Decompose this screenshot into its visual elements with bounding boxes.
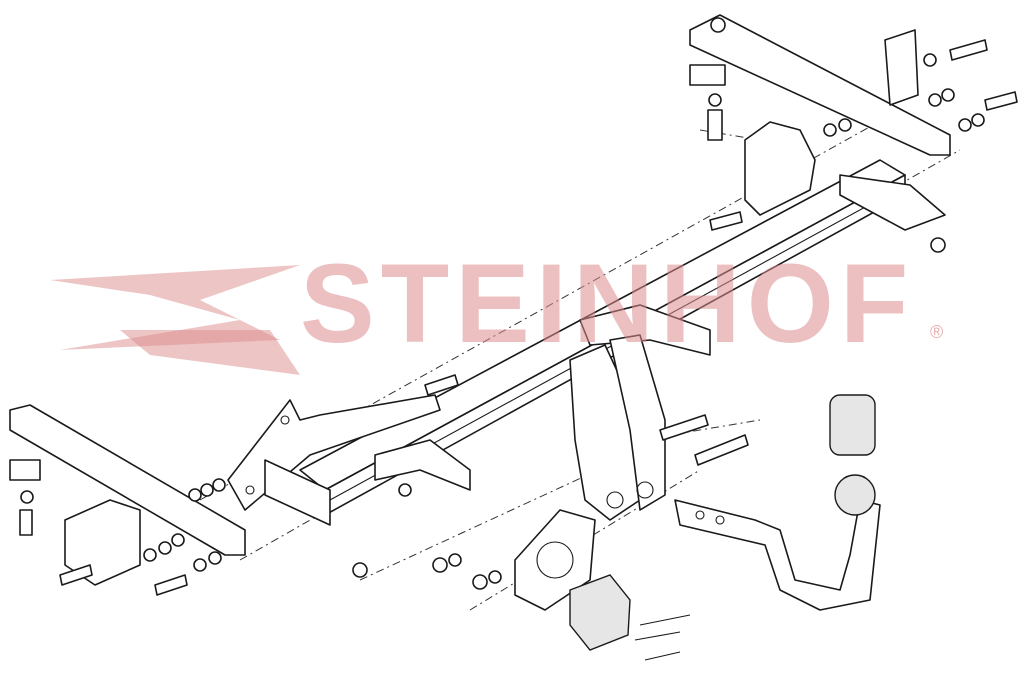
bolts [424, 211, 749, 466]
registered-trademark-mark: ® [930, 322, 944, 342]
tow-ball-hitch [674, 394, 881, 611]
steinhof-logo-text: STEINHOF [300, 241, 915, 366]
drop-plates [569, 334, 666, 521]
left-mounting-plate [227, 394, 441, 526]
right-mounting-plate [744, 121, 946, 231]
right-chassis-rail [689, 14, 1018, 156]
left-chassis-rail [9, 404, 246, 596]
socket-plate [514, 509, 691, 661]
nuts-and-washers [20, 17, 985, 590]
